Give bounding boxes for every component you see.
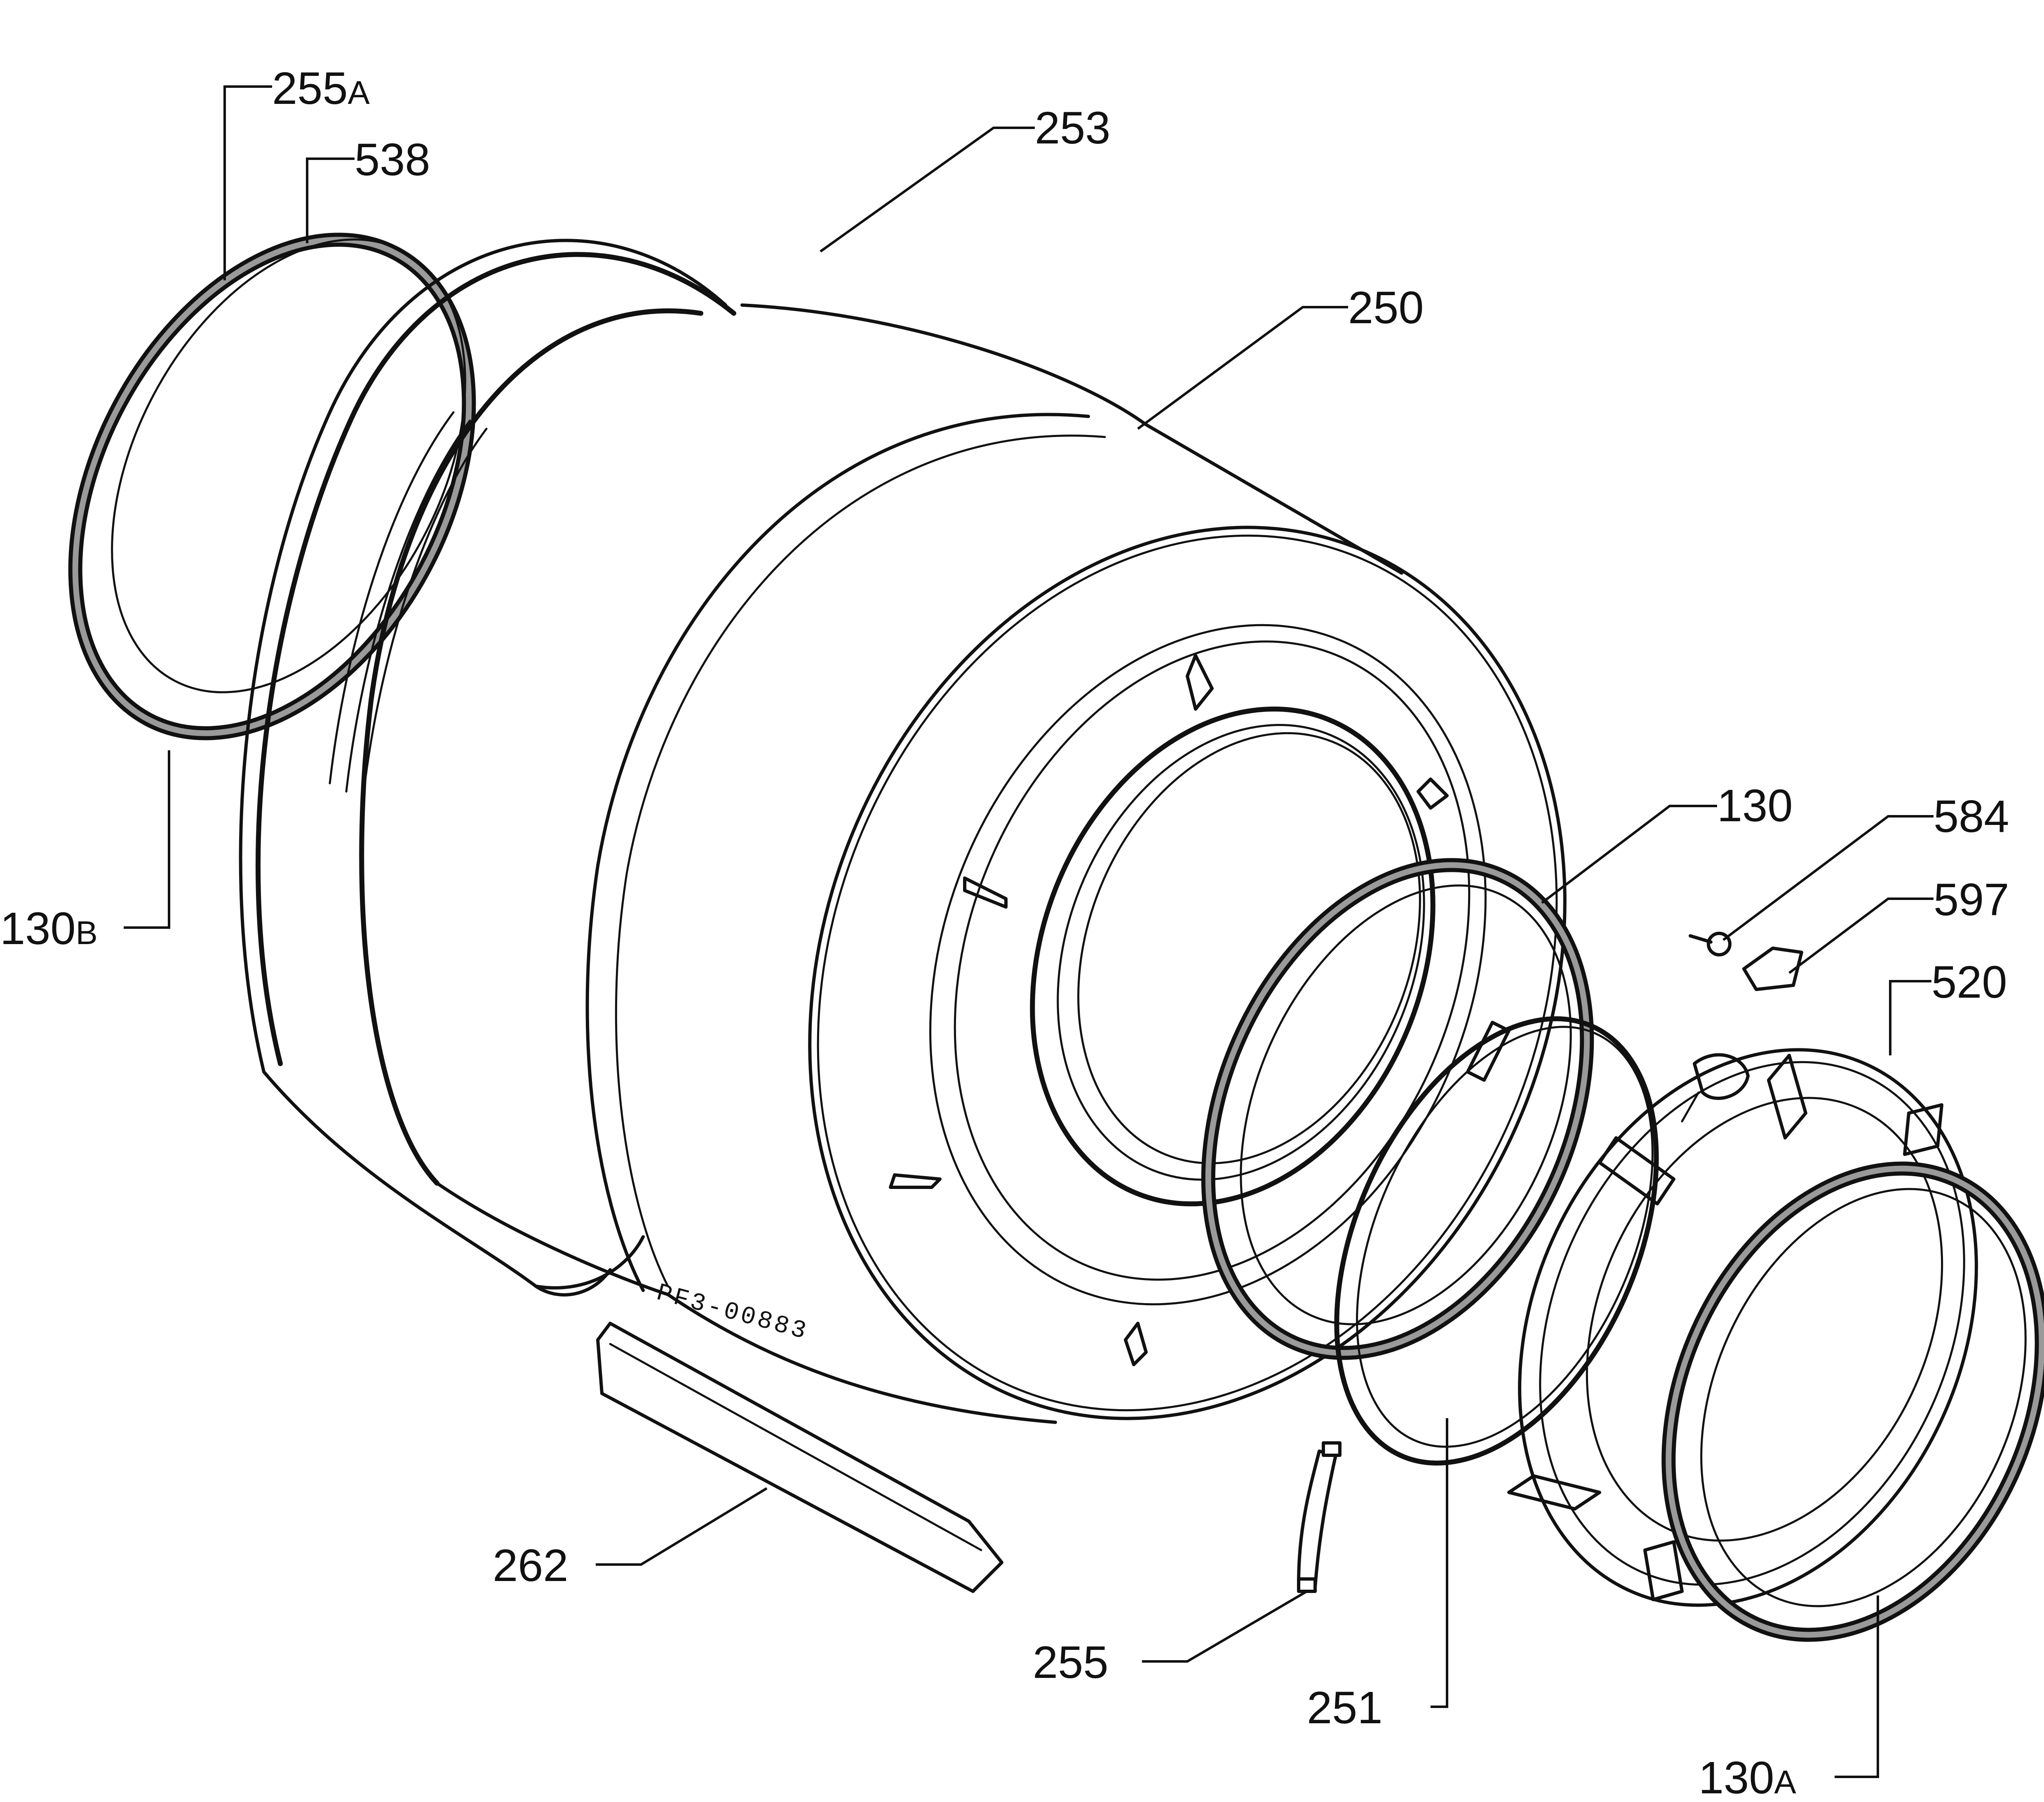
callout-597: 597 [1934, 874, 2009, 925]
part-screw-584 [1689, 932, 1732, 956]
part-rear-gasket [68, 233, 476, 740]
callout-250: 250 [1348, 282, 1424, 333]
drawing-code: PF3-00883 [653, 1279, 811, 1347]
callout-538: 538 [355, 134, 430, 185]
callout-251: 251 [1307, 1682, 1383, 1733]
part-clip-255 [1297, 1441, 1342, 1593]
callout-255a: 255A [272, 63, 370, 114]
part-drum [359, 303, 1403, 1424]
part-drum-front [808, 526, 1567, 1420]
callout-520: 520 [1931, 957, 2007, 1008]
leader-255 [1142, 1590, 1308, 1663]
callout-130: 130 [1717, 780, 1793, 831]
callout-130b: 130B [0, 903, 98, 954]
leader-253 [820, 127, 1035, 253]
leader-251 [1431, 1418, 1448, 1708]
part-seal-130a [1661, 1161, 2044, 1642]
callout-255: 255 [1033, 1637, 1109, 1688]
leader-584 [1722, 815, 1934, 941]
callout-130a: 130A [1699, 1753, 1797, 1802]
callout-262: 262 [493, 1540, 569, 1591]
part-front-housing-520 [1507, 1048, 1978, 1607]
leader-130a [1835, 1595, 1879, 1778]
leader-255a [223, 85, 272, 280]
leader-597 [1788, 897, 1934, 974]
part-rear-drum-flange [239, 239, 736, 1297]
part-clip-597 [1742, 947, 1803, 991]
callout-253: 253 [1035, 103, 1111, 153]
part-lifter-262 [596, 1322, 1003, 1593]
leader-130b [124, 750, 170, 929]
callout-584: 584 [1934, 791, 2009, 842]
leader-520 [1889, 980, 1931, 1055]
leader-538 [306, 157, 355, 243]
leader-250 [1137, 306, 1348, 430]
part-seal-130 [1201, 858, 1594, 1360]
part-bearing-ring-251 [1334, 1016, 1659, 1466]
leader-130 [1541, 805, 1717, 904]
leader-262 [596, 1487, 768, 1566]
